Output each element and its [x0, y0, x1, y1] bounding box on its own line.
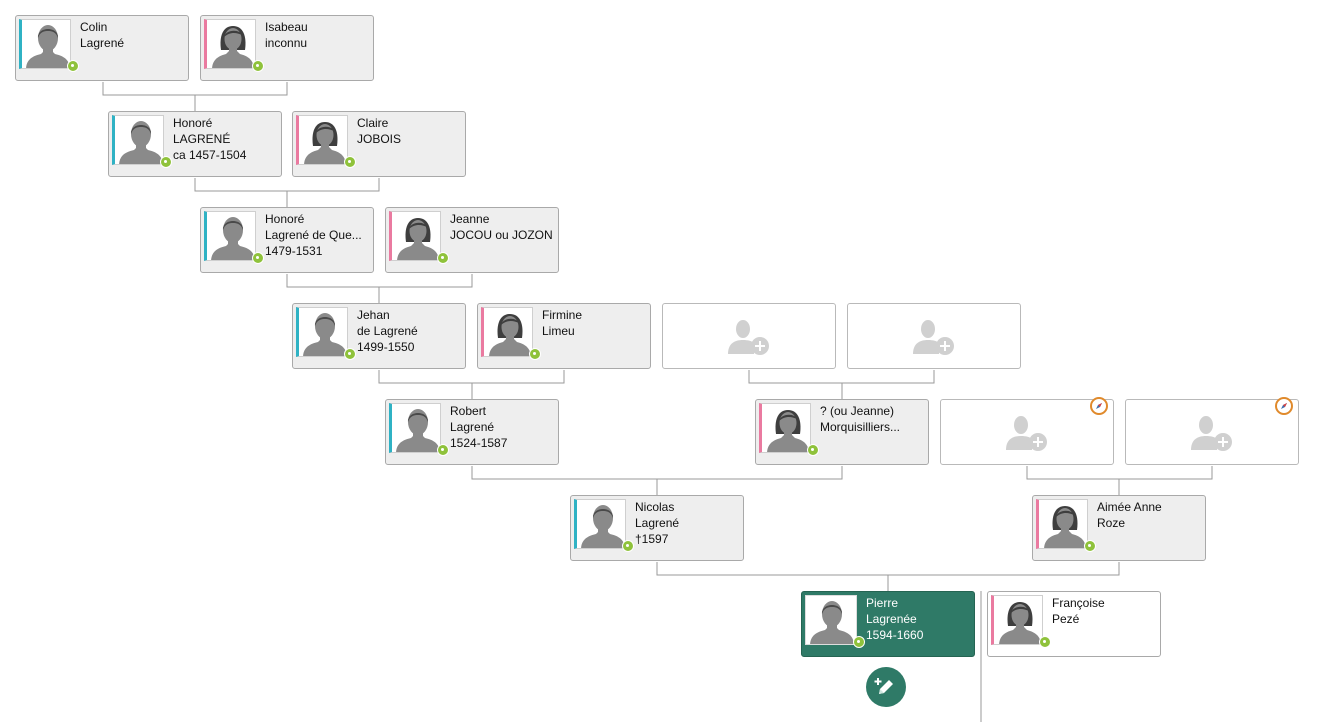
pencil-icon — [874, 678, 893, 694]
compass-icon[interactable] — [1274, 396, 1294, 416]
compass-icon[interactable] — [1089, 396, 1109, 416]
add-person-slot[interactable] — [662, 303, 836, 369]
status-dot-icon — [529, 348, 541, 360]
female-avatar — [1036, 499, 1088, 549]
male-avatar — [19, 19, 71, 69]
add-person-slot[interactable] — [847, 303, 1021, 369]
status-dot-icon — [344, 156, 356, 168]
person-name: ? (ou Jeanne)Morquisilliers... — [820, 404, 901, 434]
add-person-icon — [1006, 416, 1047, 451]
male-avatar — [805, 595, 857, 645]
status-dot-icon — [344, 348, 356, 360]
add-person-icon — [728, 320, 769, 355]
female-avatar — [204, 19, 256, 69]
male-avatar — [112, 115, 164, 165]
edit-person-button[interactable] — [866, 667, 906, 707]
status-dot-icon — [160, 156, 172, 168]
female-avatar — [481, 307, 533, 357]
female-avatar — [991, 595, 1043, 645]
add-person-icon — [913, 320, 954, 355]
add-person-icon — [1191, 416, 1232, 451]
status-dot-icon — [853, 636, 865, 648]
status-dot-icon — [807, 444, 819, 456]
female-avatar — [296, 115, 348, 165]
add-person-slot[interactable] — [940, 396, 1114, 465]
male-avatar — [389, 403, 441, 453]
male-avatar — [574, 499, 626, 549]
person-card-ou-jeanne[interactable]: ? (ou Jeanne)Morquisilliers... — [755, 399, 929, 465]
female-avatar — [759, 403, 811, 453]
status-dot-icon — [622, 540, 634, 552]
status-dot-icon — [1084, 540, 1096, 552]
male-avatar — [204, 211, 256, 261]
male-avatar — [296, 307, 348, 357]
status-dot-icon — [437, 444, 449, 456]
female-avatar — [389, 211, 441, 261]
add-person-slot[interactable] — [1125, 396, 1299, 465]
status-dot-icon — [252, 60, 264, 72]
status-dot-icon — [437, 252, 449, 264]
status-dot-icon — [252, 252, 264, 264]
status-dot-icon — [67, 60, 79, 72]
status-dot-icon — [1039, 636, 1051, 648]
